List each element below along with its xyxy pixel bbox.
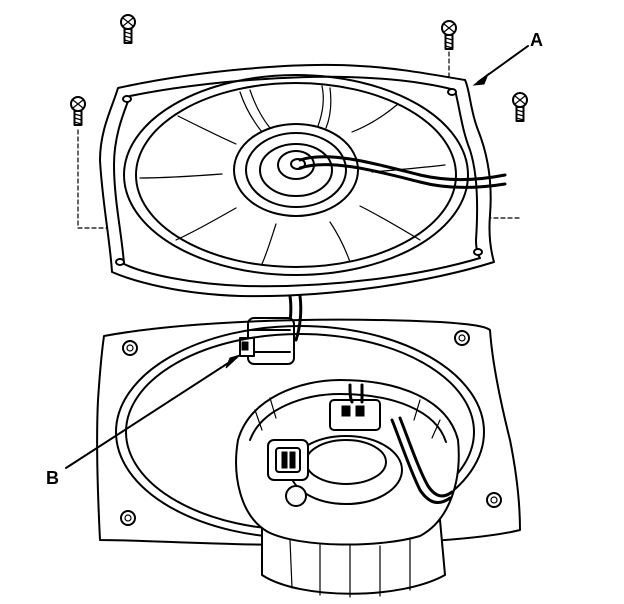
speaker-upper	[99, 64, 507, 298]
screw-top-left	[120, 14, 136, 44]
callout-a-label: A	[530, 30, 543, 50]
screw-right	[512, 92, 528, 122]
screw-left	[70, 96, 86, 126]
speaker-housing	[235, 379, 460, 598]
mounting-plate	[96, 318, 521, 547]
screw-top-right	[441, 20, 457, 50]
callout-a: A	[472, 30, 543, 86]
callout-b: B	[46, 354, 241, 488]
callout-b-label: B	[46, 468, 59, 488]
